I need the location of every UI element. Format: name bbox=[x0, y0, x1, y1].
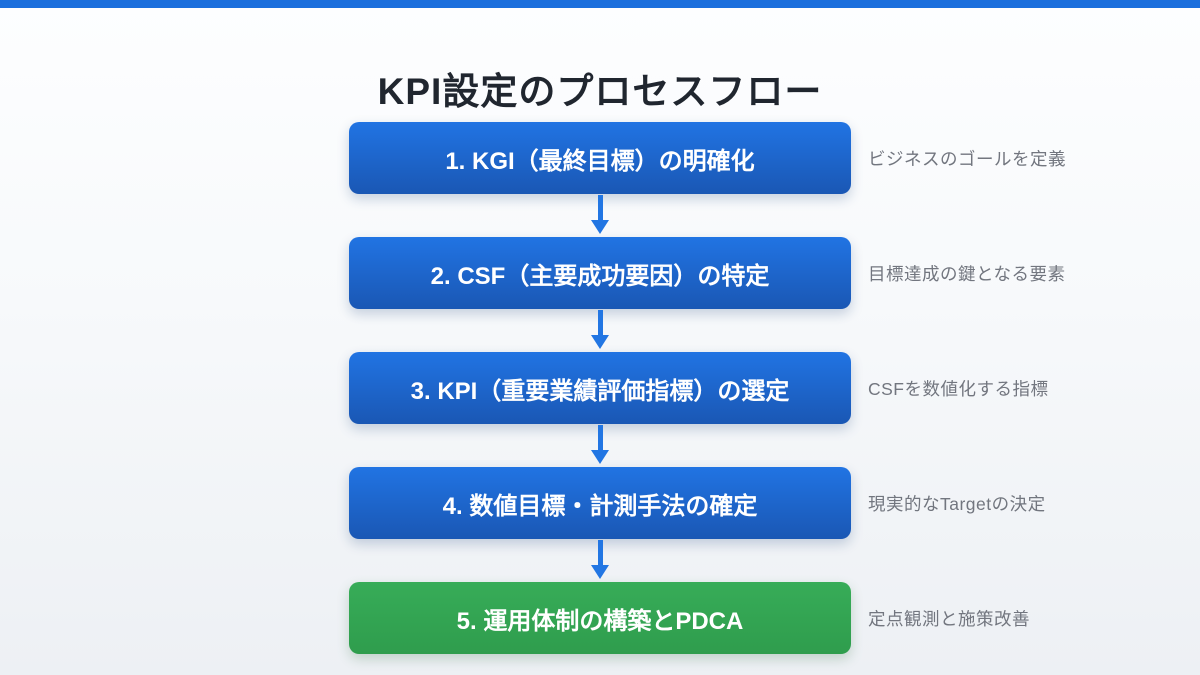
down-arrow-icon bbox=[0, 309, 1200, 352]
step-box-4: 4. 数値目標・計測手法の確定 bbox=[349, 467, 851, 539]
step-box-2: 2. CSF（主要成功要因）の特定 bbox=[349, 237, 851, 309]
arrow-stem bbox=[597, 195, 603, 221]
arrow-stem bbox=[597, 425, 603, 451]
step-box-5: 5. 運用体制の構築とPDCA bbox=[349, 582, 851, 654]
down-arrow-icon bbox=[0, 194, 1200, 237]
step-note-5: 定点観測と施策改善 bbox=[868, 608, 1030, 629]
step-note-2: 目標達成の鍵となる要素 bbox=[868, 263, 1066, 284]
step-label-1: 1. KGI（最終目標）の明確化 bbox=[445, 147, 755, 175]
arrow-stem bbox=[597, 540, 603, 566]
down-arrow-icon bbox=[0, 539, 1200, 582]
step-label-3: 3. KPI（重要業績評価指標）の選定 bbox=[410, 377, 790, 405]
step-box-3: 3. KPI（重要業績評価指標）の選定 bbox=[349, 352, 851, 424]
step-label-4: 4. 数値目標・計測手法の確定 bbox=[442, 492, 758, 520]
step-label-2: 2. CSF（主要成功要因）の特定 bbox=[430, 262, 770, 290]
top-accent-bar bbox=[0, 0, 1200, 8]
step-note-4: 現実的なTargetの決定 bbox=[868, 493, 1046, 514]
arrow-stem bbox=[597, 310, 603, 336]
arrow-head bbox=[591, 335, 609, 349]
down-arrow-icon bbox=[0, 424, 1200, 467]
step-box-1: 1. KGI（最終目標）の明確化 bbox=[349, 122, 851, 194]
step-note-3: CSFを数値化する指標 bbox=[868, 378, 1049, 399]
step-note-1: ビジネスのゴールを定義 bbox=[868, 148, 1066, 169]
arrow-head bbox=[591, 450, 609, 464]
arrow-head bbox=[591, 565, 609, 579]
arrow-head bbox=[591, 220, 609, 234]
step-label-5: 5. 運用体制の構築とPDCA bbox=[456, 607, 744, 635]
page-title: KPI設定のプロセスフロー bbox=[377, 70, 823, 112]
